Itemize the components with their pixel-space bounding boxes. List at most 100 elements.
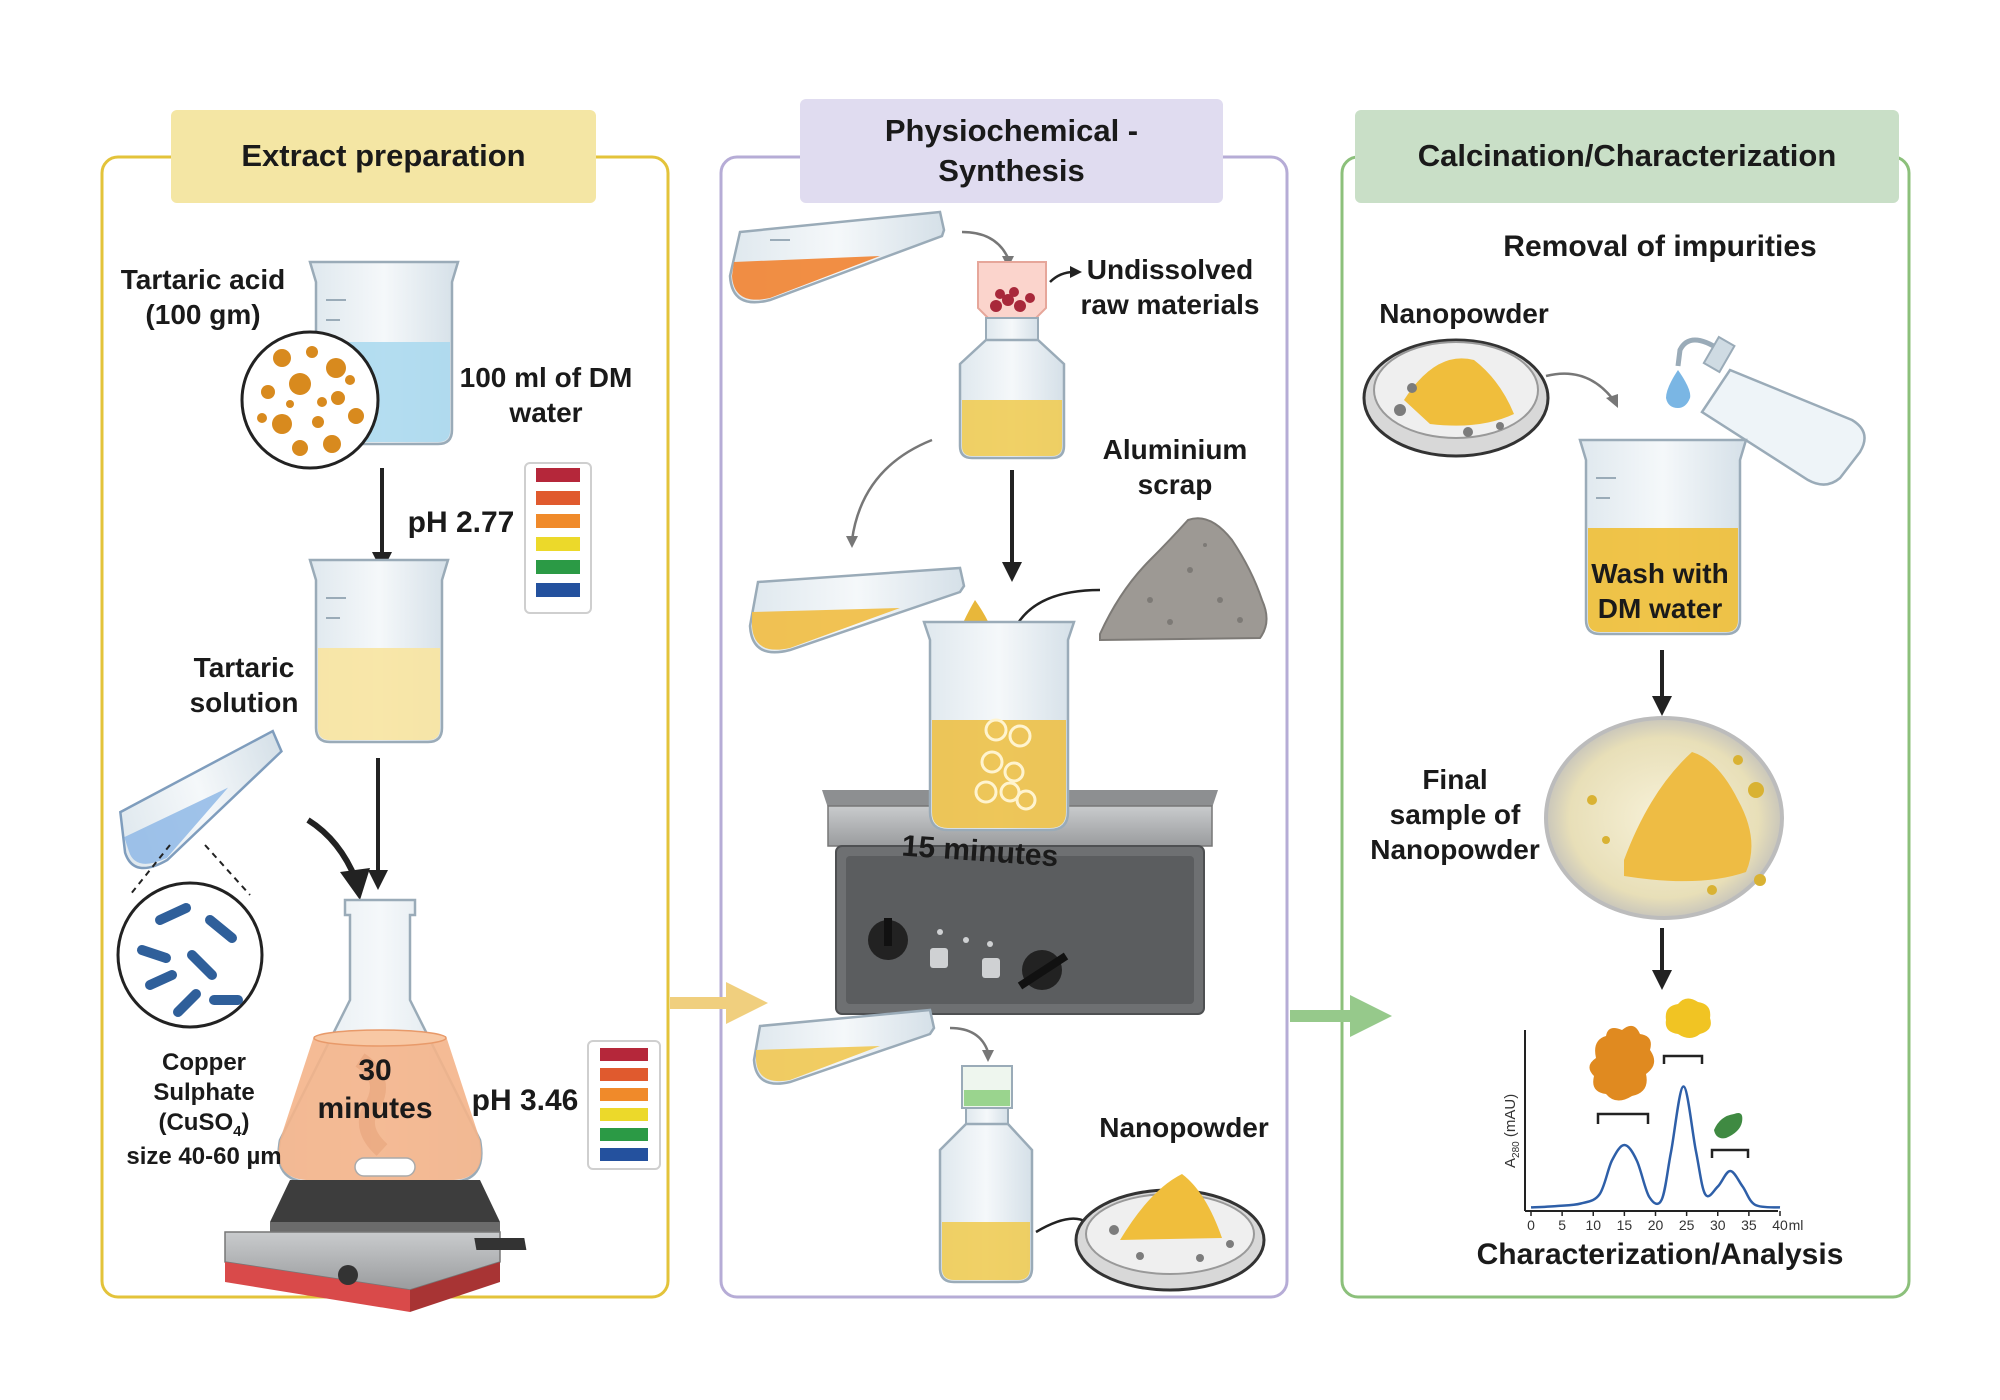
beaker-tartaric-solution xyxy=(308,558,450,744)
label-removal-impurities: Removal of impurities xyxy=(1503,230,1817,263)
label-undissolved-line2: raw materials xyxy=(1080,289,1260,320)
erlenmeyer-flask xyxy=(277,898,483,1184)
ph-strip-band xyxy=(600,1128,648,1141)
label-tartaric-acid: Tartaric acid (100 gm) xyxy=(108,262,298,332)
petri-dish-final-nanopowder xyxy=(1544,716,1784,920)
ph-strip-band xyxy=(600,1068,648,1081)
water-drop-icon xyxy=(1666,370,1691,408)
label-nanopowder-synthesis: Nanopowder xyxy=(1099,1112,1269,1143)
label-nanopowder-calcination: Nanopowder xyxy=(1379,298,1549,329)
arrow-down-1 xyxy=(372,468,392,572)
ph-strip-band xyxy=(536,491,580,505)
ph-strip-band xyxy=(536,560,580,574)
ph-strip-band xyxy=(536,514,580,528)
label-characterization-analysis: Characterization/Analysis xyxy=(1476,1238,1844,1271)
label-aluminium-line1: Aluminium xyxy=(1102,434,1248,465)
arrow-panel-2-to-3 xyxy=(1290,995,1392,1037)
flask-post-sonication xyxy=(752,1008,936,1085)
ph-strip-band xyxy=(536,468,580,482)
petri-dish-nanopowder-raw xyxy=(1362,338,1550,458)
chart-y-label-prefix: A xyxy=(1502,1157,1519,1168)
panel-synthesis-title: Physiochemical - Synthesis xyxy=(800,99,1223,203)
label-undissolved-line1: Undissolved xyxy=(1086,254,1254,285)
ph-strip-1 xyxy=(524,462,592,614)
chart-x-tick-label: 25 xyxy=(1678,1217,1695,1233)
label-copper-sulphate: Copper Sulphate (CuSO4) size 40-60 µm xyxy=(100,1048,308,1172)
chart-x-tick-label: 10 xyxy=(1585,1217,1602,1233)
label-aluminium-scrap: Aluminium scrap xyxy=(1090,432,1260,502)
panel-calcination-title: Calcination/Characterization xyxy=(1355,110,1899,203)
label-tartaric-solution-line1: Tartaric xyxy=(193,652,295,683)
label-time-30: 30 minutes xyxy=(300,1052,450,1127)
label-ph-2: pH 3.46 xyxy=(471,1084,579,1117)
label-dm-water: 100 ml of DM water xyxy=(446,360,646,430)
label-aluminium-line2: scrap xyxy=(1137,469,1213,500)
label-final-line2: sample of xyxy=(1389,799,1521,830)
flask-copper-sulphate xyxy=(118,729,283,870)
ph-strip-band xyxy=(600,1108,648,1121)
label-copper-formula-prefix: (CuSO xyxy=(158,1109,234,1136)
sample-blob-orange-icon xyxy=(1589,1025,1655,1101)
label-final-line1: Final xyxy=(1422,764,1488,795)
ultrasonic-bath xyxy=(822,790,1218,1015)
label-dm-water-line2: water xyxy=(509,397,583,428)
arrow-down-2 xyxy=(368,758,388,890)
petri-dish-nanopowder-synthesis xyxy=(1074,1174,1266,1292)
label-final-line3: Nanopowder xyxy=(1370,834,1540,865)
flask-orange-extract xyxy=(728,210,946,304)
ph-strip-band xyxy=(536,537,580,551)
chart-y-label: A280 (mAU) xyxy=(1502,1094,1522,1168)
panel-synthesis-title-line2: Synthesis xyxy=(938,153,1085,188)
chart-x-tick-label: 30 xyxy=(1709,1217,1726,1233)
tartaric-acid-particles-icon xyxy=(240,330,380,470)
panel-calcination-title-text: Calcination/Characterization xyxy=(1417,138,1837,174)
aluminium-scrap-pile xyxy=(1099,517,1268,642)
label-time-30-line1: 30 xyxy=(358,1054,392,1087)
label-copper-formula-suffix: ) xyxy=(241,1109,250,1136)
arrow-down-synthesis xyxy=(1002,470,1022,582)
chart-x-tick-label: 15 xyxy=(1616,1217,1633,1233)
label-dm-water-line1: 100 ml of DM xyxy=(459,362,633,393)
chart-x-tick-label: 5 xyxy=(1558,1217,1567,1233)
arrow-down-calcination-2 xyxy=(1652,928,1672,990)
ph-strip-2 xyxy=(587,1040,661,1170)
chart-y-label-suffix: (mAU) xyxy=(1502,1093,1519,1142)
chart-y-label-sub: 280 xyxy=(1511,1141,1522,1158)
chromatogram-chart xyxy=(1524,1030,1781,1216)
ph-strip-band xyxy=(600,1088,648,1101)
label-copper-line4: size 40-60 µm xyxy=(126,1142,282,1170)
label-copper-formula-sub: 4 xyxy=(233,1122,242,1140)
chart-x-unit: ml xyxy=(1788,1217,1804,1233)
beaker-ultrasonic xyxy=(922,620,1076,832)
label-copper-line2: Sulphate xyxy=(153,1079,255,1106)
label-tartaric-solution: Tartaric solution xyxy=(176,650,312,720)
label-ph-1: pH 2.77 xyxy=(407,506,515,539)
ph-strip-band xyxy=(536,583,580,597)
flask-yellow-extract xyxy=(748,566,966,654)
arrow-pour xyxy=(340,868,370,900)
arrow-down-calcination-1 xyxy=(1652,650,1672,716)
magnetic-stirrer-hotplate xyxy=(224,1180,527,1312)
bottle-filter-green xyxy=(938,1065,1034,1284)
label-wash-dm-water: Wash with DM water xyxy=(1570,556,1750,626)
label-tartaric-acid-line1: Tartaric acid xyxy=(120,264,286,295)
label-copper-formula: (CuSO4) xyxy=(100,1108,308,1142)
copper-sulphate-particles-icon xyxy=(116,881,264,1029)
chart-x-tick-label: 35 xyxy=(1741,1217,1757,1233)
sample-blob-yellow-icon xyxy=(1665,998,1711,1038)
wash-bottle xyxy=(1675,335,1866,486)
chromatogram-line xyxy=(1530,1085,1781,1209)
chart-x-tick-label: 40 xyxy=(1772,1217,1788,1233)
label-wash-line2: DM water xyxy=(1597,593,1723,624)
label-copper-line1: Copper xyxy=(162,1049,246,1076)
panel-extract-title: Extract preparation xyxy=(171,110,596,203)
bottle-filtrate xyxy=(958,317,1066,460)
label-time-30-line2: minutes xyxy=(317,1091,433,1125)
chart-x-tick-label: 0 xyxy=(1527,1217,1535,1233)
label-tartaric-acid-line2: (100 gm) xyxy=(145,299,261,330)
label-wash-line1: Wash with xyxy=(1591,558,1729,589)
filter-undissolved-raw-materials xyxy=(977,261,1047,319)
label-undissolved: Undissolved raw materials xyxy=(1070,252,1270,322)
sample-blob-green-icon xyxy=(1714,1113,1743,1139)
